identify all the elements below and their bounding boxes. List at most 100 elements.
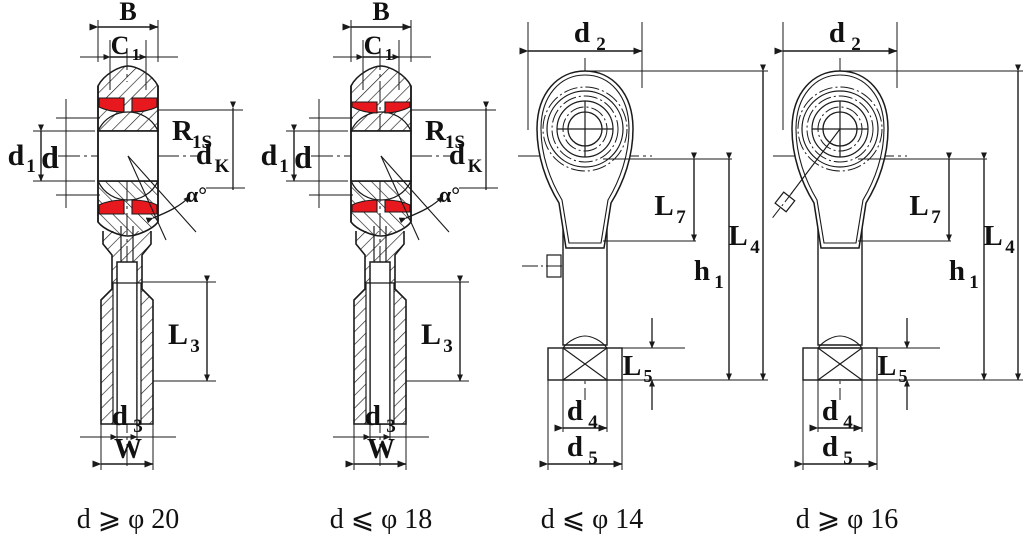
fig3-label-L5: L xyxy=(623,351,642,382)
fig1-label-d1: d xyxy=(8,139,25,172)
fig4-label-L5-sub: 5 xyxy=(899,366,908,386)
fig1-sphere-arc-bottom xyxy=(97,180,159,201)
fig4-label-d2-sub: 2 xyxy=(851,34,861,55)
fig4-caption: d ⩾ φ 16 xyxy=(796,504,899,535)
fig2-thread-right xyxy=(389,282,395,425)
fig1-thread-left xyxy=(112,282,118,425)
fig2-label-d1-sub: 1 xyxy=(279,156,289,177)
fig4-label-d2: d xyxy=(829,17,845,49)
fig4-label-d4-sub: 4 xyxy=(843,412,853,433)
fig3-end-block-x2 xyxy=(562,347,608,381)
fig4-grease-nipple-centerline xyxy=(772,192,793,219)
fig3-ring-seal-dashed xyxy=(551,95,619,163)
fig3-label-d4: d xyxy=(567,395,583,427)
fig2-alpha-arc xyxy=(398,195,444,224)
fig4-label-h1: h xyxy=(949,255,965,287)
fig3-ring-outer-dashed xyxy=(542,86,628,172)
fig3-end-block-arc xyxy=(562,335,608,349)
fig2-sphere-arc-bottom xyxy=(350,180,412,201)
fig1-caption: d ⩾ φ 20 xyxy=(77,504,180,535)
fig4-ring-housing-bore xyxy=(801,90,879,168)
fig2-outer-ring-top xyxy=(350,65,412,132)
fig1-label-d3: d xyxy=(112,400,128,432)
fig1-seal-top-right xyxy=(131,97,158,113)
fig2-label-d1: d xyxy=(261,139,278,172)
fig1-label-R1S: R xyxy=(172,115,194,147)
fig3-end-block-inner xyxy=(562,347,608,381)
fig2-label-R1S: R xyxy=(425,115,447,147)
fig1-label-R1S-sub: 1S xyxy=(192,132,212,153)
fig4-grease-nipple-axis xyxy=(790,128,841,195)
fig2-seal-bottom-left xyxy=(351,199,378,213)
fig3-label-d2: d xyxy=(574,17,590,49)
fig4-label-d5: d xyxy=(822,431,838,463)
fig1-label-alpha: α° xyxy=(186,182,207,207)
fig4-label-L4-sub: 4 xyxy=(1005,237,1015,258)
fig2-label-C1-sub: 1 xyxy=(385,45,394,64)
fig2-label-dK: d xyxy=(449,139,465,171)
fig1-thread-right xyxy=(136,282,142,425)
fig4-label-L7: L xyxy=(909,190,928,222)
fig4-ring-seal-dashed xyxy=(806,95,874,163)
fig1-label-d1-sub: 1 xyxy=(26,156,36,177)
fig3-label-L7: L xyxy=(654,190,673,222)
fig1-label-d: d xyxy=(41,139,59,175)
fig2-label-R1S-sub: 1S xyxy=(445,132,465,153)
fig4-label-d5-sub: 5 xyxy=(843,448,853,469)
fig3-label-h1-sub: 1 xyxy=(714,272,724,293)
fig1-label-L3: L xyxy=(168,318,188,351)
fig2-label-d3-sub: 3 xyxy=(386,416,396,437)
fig2-label-d3: d xyxy=(365,400,381,432)
fig3-label-d2-sub: 2 xyxy=(596,34,606,55)
fig4-grease-nipple-group xyxy=(772,191,796,219)
figure-1-group: B C 1 d 1 d R 1S d K α° xyxy=(8,0,245,535)
fig4-label-d4: d xyxy=(822,395,838,427)
fig2-seal-top-left xyxy=(351,101,378,114)
fig4-head-inner-silhouette xyxy=(795,74,885,244)
fig3-label-d5-sub: 5 xyxy=(588,448,598,469)
fig3-label-L4: L xyxy=(728,220,747,252)
fig1-label-C1: C xyxy=(111,31,130,60)
fig3-ring-housing-bore xyxy=(546,90,624,168)
fig3-label-d4-sub: 4 xyxy=(588,412,598,433)
fig4-end-block-x2 xyxy=(817,347,863,381)
fig2-seal-top-right xyxy=(384,101,411,114)
fig2-label-W: W xyxy=(367,434,395,465)
fig4-ring-outer-dashed xyxy=(797,86,883,172)
fig4-label-h1-sub: 1 xyxy=(969,272,979,293)
fig4-label-L4: L xyxy=(983,220,1002,252)
fig2-thread-left xyxy=(365,282,371,425)
fig4-label-L5: L xyxy=(878,351,897,382)
fig2-label-B: B xyxy=(372,0,389,26)
fig4-label-L7-sub: 7 xyxy=(931,207,941,228)
figure-3-group: d 2 L 7 h 1 L 4 L 5 d 4 d xyxy=(518,17,768,535)
fig3-head-inner-silhouette xyxy=(540,74,630,244)
fig1-label-L3-sub: 3 xyxy=(190,336,200,357)
fig1-label-C1-sub: 1 xyxy=(132,45,141,64)
fig1-seal-bottom-left xyxy=(98,199,125,215)
fig1-seal-top-left xyxy=(98,97,125,113)
fig3-label-h1: h xyxy=(694,255,710,287)
fig1-label-dK: d xyxy=(196,139,212,171)
fig3-label-L7-sub: 7 xyxy=(676,207,686,228)
fig2-label-L3: L xyxy=(421,318,441,351)
fig1-label-B: B xyxy=(119,0,136,26)
fig3-label-d5: d xyxy=(567,431,583,463)
fig2-caption: d ⩽ φ 18 xyxy=(330,504,433,535)
fig1-alpha-arc xyxy=(145,195,191,224)
fig4-end-block-arc xyxy=(817,335,863,349)
fig3-label-L5-sub: 5 xyxy=(644,366,653,386)
fig3-label-L4-sub: 4 xyxy=(750,237,760,258)
fig2-label-d: d xyxy=(294,139,312,175)
fig1-label-d3-sub: 3 xyxy=(133,416,143,437)
fig2-label-alpha: α° xyxy=(439,182,460,207)
figure-2-group: B C 1 d 1 d R 1S d K α° L 3 xyxy=(261,0,498,535)
fig1-label-W: W xyxy=(114,434,142,465)
fig2-label-dK-sub: K xyxy=(468,156,483,177)
fig1-sphere-arc-top xyxy=(97,111,159,132)
fig2-label-L3-sub: 3 xyxy=(443,336,453,357)
fig4-end-block-inner xyxy=(817,347,863,381)
fig2-label-C1: C xyxy=(364,31,383,60)
